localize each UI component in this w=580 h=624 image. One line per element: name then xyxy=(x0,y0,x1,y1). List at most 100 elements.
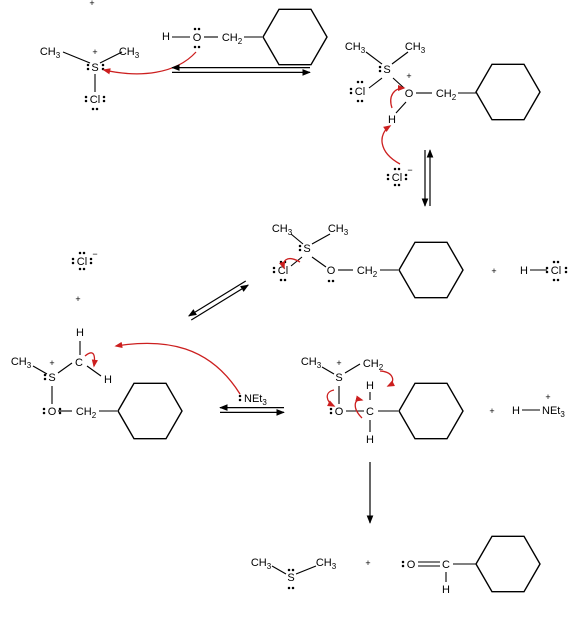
methyl-label: CH3 xyxy=(272,223,293,237)
chlorine-label: Cl xyxy=(551,265,561,277)
positive-charge: + xyxy=(406,71,411,81)
lone-pair-dot xyxy=(78,251,82,255)
bond xyxy=(321,366,335,375)
lone-pair-dot xyxy=(95,107,99,111)
equilibrium-arrow-3 xyxy=(190,284,249,321)
lone-pair-dot xyxy=(101,63,105,67)
oxygen-label: O xyxy=(405,88,414,100)
chlorine-label: Cl xyxy=(90,94,100,106)
lone-pair-dot xyxy=(42,411,46,415)
atom-label: H xyxy=(512,405,520,417)
lone-pair-dot xyxy=(329,407,333,411)
bond xyxy=(311,256,327,268)
methyl-label: CH3 xyxy=(11,356,32,370)
positive-charge: + xyxy=(75,294,80,304)
lone-pair-dot xyxy=(349,91,353,95)
equilibrium-arrow-3 xyxy=(188,280,247,317)
bond xyxy=(391,51,409,65)
lone-pair-dot xyxy=(349,87,353,91)
positive-charge: + xyxy=(89,0,94,8)
lone-pair-dot xyxy=(101,67,105,71)
lone-pair-dot xyxy=(91,107,95,111)
sulfur-label: S xyxy=(287,572,294,584)
cyclohexane-ring xyxy=(262,8,328,66)
atom-label: H xyxy=(366,434,374,446)
oxygen-label: O xyxy=(193,32,202,44)
negative-charge: − xyxy=(92,249,97,259)
triethylamine-label: NEt3 xyxy=(542,405,565,419)
methylene-label: CH2 xyxy=(357,265,378,279)
lone-pair-dot xyxy=(272,270,276,274)
lone-pair-dot xyxy=(78,267,82,271)
lone-pair-dot xyxy=(378,65,382,69)
lone-pair-dot xyxy=(82,267,86,271)
lone-pair-dot xyxy=(327,279,331,283)
lone-pair-dot xyxy=(86,67,90,71)
triethylamine-label: NEt3 xyxy=(244,393,267,407)
atom-label: H xyxy=(442,584,450,596)
cyclohexane-ring xyxy=(117,382,183,440)
lone-pair-dot xyxy=(378,69,382,73)
methyl-label: CH3 xyxy=(40,46,61,60)
carbon-label: C xyxy=(75,357,83,369)
lone-pair-dot xyxy=(386,177,390,181)
bond xyxy=(295,565,317,575)
lone-pair-dot xyxy=(238,398,242,402)
lone-pair-dot xyxy=(404,177,408,181)
lone-pair-dot xyxy=(386,173,390,177)
lone-pair-dot xyxy=(552,260,556,264)
lone-pair-dot xyxy=(283,278,287,282)
sulfur-label: S xyxy=(303,243,310,255)
lone-pair-dot xyxy=(356,80,360,84)
lone-pair-dot xyxy=(291,568,295,572)
oxygen-label: O xyxy=(327,265,336,277)
methyl-label: CH3 xyxy=(328,223,349,237)
lone-pair-dot xyxy=(84,99,88,103)
methyl-label: CH3 xyxy=(301,356,322,370)
lone-pair-dot xyxy=(556,260,560,264)
lone-pair-dot xyxy=(397,183,401,187)
bond xyxy=(311,233,331,245)
oxygen-label: O xyxy=(48,406,57,418)
carbon-label: C xyxy=(366,406,374,418)
lone-pair-dot xyxy=(193,27,197,31)
bond xyxy=(86,365,102,377)
atom-label: H xyxy=(104,374,112,386)
lone-pair-dot xyxy=(564,266,568,270)
curly-arrow-oxygen-to-sulfur xyxy=(102,51,197,75)
bond xyxy=(290,256,303,267)
atom-label: H xyxy=(366,380,374,392)
lone-pair-dot xyxy=(291,586,295,590)
lone-pair-dot xyxy=(564,270,568,274)
lone-pair-dot xyxy=(197,45,201,49)
bond xyxy=(365,51,383,65)
lone-pair-dot xyxy=(298,244,302,248)
lone-pair-dot xyxy=(404,173,408,177)
cyclohexane-ring xyxy=(475,535,541,593)
lone-pair-dot xyxy=(58,407,62,411)
lone-pair-dot xyxy=(197,27,201,31)
positive-charge: + xyxy=(545,392,550,402)
lone-pair-dot xyxy=(279,278,283,282)
lone-pair-dot xyxy=(298,248,302,252)
curly-arrow-s-cl-bond xyxy=(279,258,301,270)
lone-pair-dot xyxy=(89,261,93,265)
bond xyxy=(99,51,123,64)
lone-pair-dot xyxy=(58,411,62,415)
lone-pair-dot xyxy=(71,257,75,261)
bond xyxy=(290,233,304,245)
sulfur-label: S xyxy=(335,372,342,384)
atom-label: H xyxy=(162,31,170,43)
positive-charge: + xyxy=(336,358,341,368)
bond xyxy=(395,101,407,114)
bond xyxy=(392,77,405,89)
bond xyxy=(32,365,48,375)
curly-arrow-amine-to-hydrogen xyxy=(114,341,241,395)
sulfur-label: S xyxy=(48,372,55,384)
chlorine-label: Cl xyxy=(355,86,365,98)
lone-pair-dot xyxy=(287,568,291,572)
lone-pair-dot xyxy=(397,167,401,171)
atom-label: H xyxy=(76,327,84,339)
lone-pair-dot xyxy=(401,560,405,564)
